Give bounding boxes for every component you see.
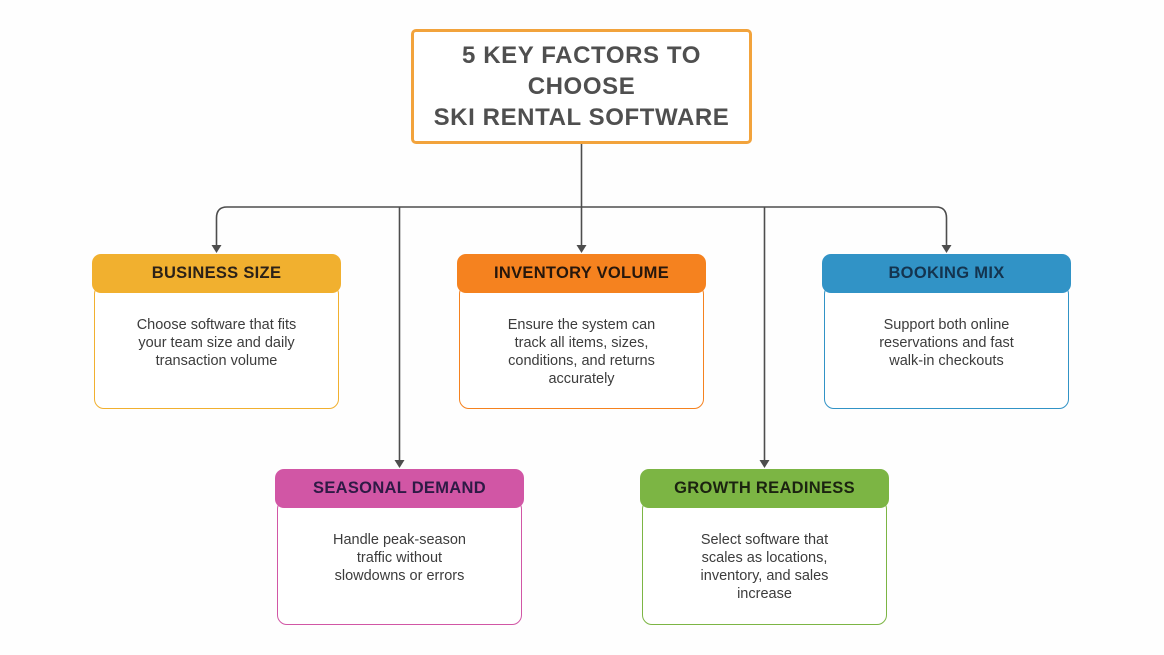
factor-label: BUSINESS SIZE <box>151 264 282 282</box>
factor-label: SEASONAL DEMAND <box>313 479 486 497</box>
factor-label: GROWTH READINESS <box>674 479 855 497</box>
arrow-down-icon <box>576 245 587 253</box>
arrow-down-icon <box>394 460 405 468</box>
title-box: 5 KEY FACTORS TO CHOOSE SKI RENTAL SOFTW… <box>411 29 752 144</box>
factor-header: SEASONAL DEMAND <box>275 469 524 508</box>
factor-description: Select software that scales as locations… <box>700 532 829 602</box>
factor-card-inventory-volume: Ensure the system can track all items, s… <box>457 254 706 409</box>
factor-card-seasonal-demand: Handle peak-season traffic without slowd… <box>275 469 524 625</box>
arrow-down-icon <box>211 245 222 253</box>
title-line-2: CHOOSE <box>527 73 636 100</box>
arrow-down-icon <box>759 460 770 468</box>
factor-description: Ensure the system can track all items, s… <box>507 317 656 387</box>
factor-label: INVENTORY VOLUME <box>493 264 670 282</box>
factor-description-panel: Ensure the system can track all items, s… <box>459 284 704 409</box>
factor-description-panel: Choose software that fits your team size… <box>94 284 339 409</box>
factor-header: BUSINESS SIZE <box>92 254 341 293</box>
factor-description-panel: Support both online reservations and fas… <box>824 284 1069 409</box>
factor-description: Choose software that fits your team size… <box>136 317 297 369</box>
factor-description: Support both online reservations and fas… <box>879 317 1014 369</box>
factor-description: Handle peak-season traffic without slowd… <box>332 532 466 584</box>
factor-card-business-size: Choose software that fits your team size… <box>92 254 341 409</box>
title-line-1: 5 KEY FACTORS TO <box>462 42 701 69</box>
factor-description-panel: Handle peak-season traffic without slowd… <box>277 499 522 625</box>
factor-card-growth-readiness: Select software that scales as locations… <box>640 469 889 625</box>
arrow-down-icon <box>941 245 952 253</box>
factor-header: GROWTH READINESS <box>640 469 889 508</box>
factor-card-booking-mix: Support both online reservations and fas… <box>822 254 1071 409</box>
title-line-3: SKI RENTAL SOFTWARE <box>433 104 730 131</box>
factor-header: INVENTORY VOLUME <box>457 254 706 293</box>
factor-description-panel: Select software that scales as locations… <box>642 499 887 625</box>
factor-header: BOOKING MIX <box>822 254 1071 293</box>
factor-label: BOOKING MIX <box>888 264 1005 282</box>
